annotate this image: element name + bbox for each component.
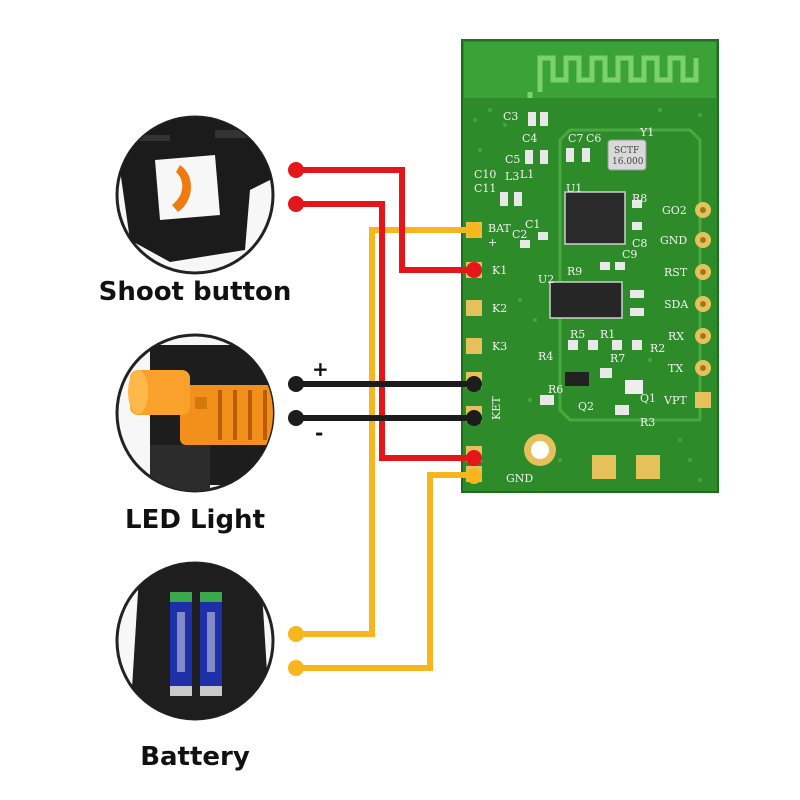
pad-label-vpt: VPT <box>663 394 687 407</box>
battery-illustration <box>115 561 275 721</box>
wire-red-1 <box>298 167 472 273</box>
wire-end-dots <box>288 162 482 676</box>
part-label-c6: C6 <box>586 132 601 145</box>
wires <box>298 167 476 671</box>
wire-yellow-2 <box>298 472 472 671</box>
pad-k2 <box>466 300 482 316</box>
pad-label-gnd: GND <box>506 472 533 485</box>
pad-label-bat: BAT <box>488 222 511 235</box>
smd-components <box>500 112 644 415</box>
chip-u2 <box>549 281 623 319</box>
pcb-body <box>461 39 719 493</box>
part-label-r6: R6 <box>548 383 563 396</box>
pad-label-gnd-r: GND <box>660 234 687 247</box>
part-label-r3: R3 <box>640 416 655 429</box>
part-label-c11: C11 <box>474 182 496 195</box>
bottom-pad-right <box>636 455 660 479</box>
part-label-c1: C1 <box>525 218 540 231</box>
part-label-l3: L3 <box>505 170 519 183</box>
pad-label-tx: TX <box>668 362 683 375</box>
part-label-u2: U2 <box>538 273 554 286</box>
part-label-q1: Q1 <box>640 392 656 405</box>
pad-label-k1: K1 <box>492 264 507 277</box>
crystal-y1 <box>607 139 647 171</box>
part-label-y1: Y1 <box>639 126 654 139</box>
bottom-pad-left <box>592 455 616 479</box>
pad-label-plus: + <box>488 236 497 249</box>
led-plus-sign: + <box>312 357 329 381</box>
pad-k3 <box>466 338 482 354</box>
part-label-r2: R2 <box>650 342 665 355</box>
pad-label-go2: GO2 <box>662 204 687 217</box>
shoot-button-label: Shoot button <box>99 277 292 307</box>
part-label-l1: L1 <box>520 168 534 181</box>
wire-yellow-1 <box>298 227 472 637</box>
pcb-antenna-trace <box>537 55 699 92</box>
bluetooth-module-board: SCTF 16.000 C3 C4 C5 C7 C6 Y1 C10 <box>461 39 719 493</box>
led-light-illustration <box>115 333 275 493</box>
part-label-r8: R8 <box>632 192 647 205</box>
part-label-r7: R7 <box>610 352 625 365</box>
part-label-r1: R1 <box>600 328 615 341</box>
right-pads <box>695 202 711 408</box>
chip-u1 <box>564 191 626 245</box>
pad-label-sda: SDA <box>664 298 689 311</box>
part-label-c5: C5 <box>505 153 520 166</box>
part-label-u1: U1 <box>566 182 582 195</box>
part-label-c10: C10 <box>474 168 496 181</box>
shoot-button-illustration <box>115 115 275 275</box>
part-label-r5: R5 <box>570 328 585 341</box>
led-minus-sign: - <box>315 421 323 445</box>
crystal-text-2: 16.000 <box>612 157 644 167</box>
part-label-c2: C2 <box>512 228 527 241</box>
pad-label-rst: RST <box>664 266 688 279</box>
part-label-c3: C3 <box>503 110 518 123</box>
crystal-text-1: SCTF <box>614 146 639 156</box>
part-label-r9: R9 <box>567 265 582 278</box>
wire-red-2 <box>298 201 472 461</box>
battery-label: Battery <box>140 742 250 772</box>
part-label-c7: C7 <box>568 132 583 145</box>
part-label-c4: C4 <box>522 132 537 145</box>
pad-label-k2: K2 <box>492 302 507 315</box>
part-labels: C3 C4 C5 C7 C6 Y1 C10 C11 L1 L3 U1 C8 C2… <box>474 110 665 429</box>
pad-label-rx: RX <box>668 330 684 343</box>
transistor-q2 <box>565 372 589 386</box>
pad-label-ket: KET <box>490 396 503 420</box>
part-label-r4: R4 <box>538 350 553 363</box>
led-light-label: LED Light <box>125 505 265 535</box>
trigger-shape <box>172 165 192 212</box>
part-label-q2: Q2 <box>578 400 594 413</box>
pcb-trace <box>558 128 702 422</box>
transistor-q1 <box>625 380 643 394</box>
pad-label-k3: K3 <box>492 340 507 353</box>
part-label-c8: C8 <box>632 237 647 250</box>
part-label-c9: C9 <box>622 248 637 261</box>
